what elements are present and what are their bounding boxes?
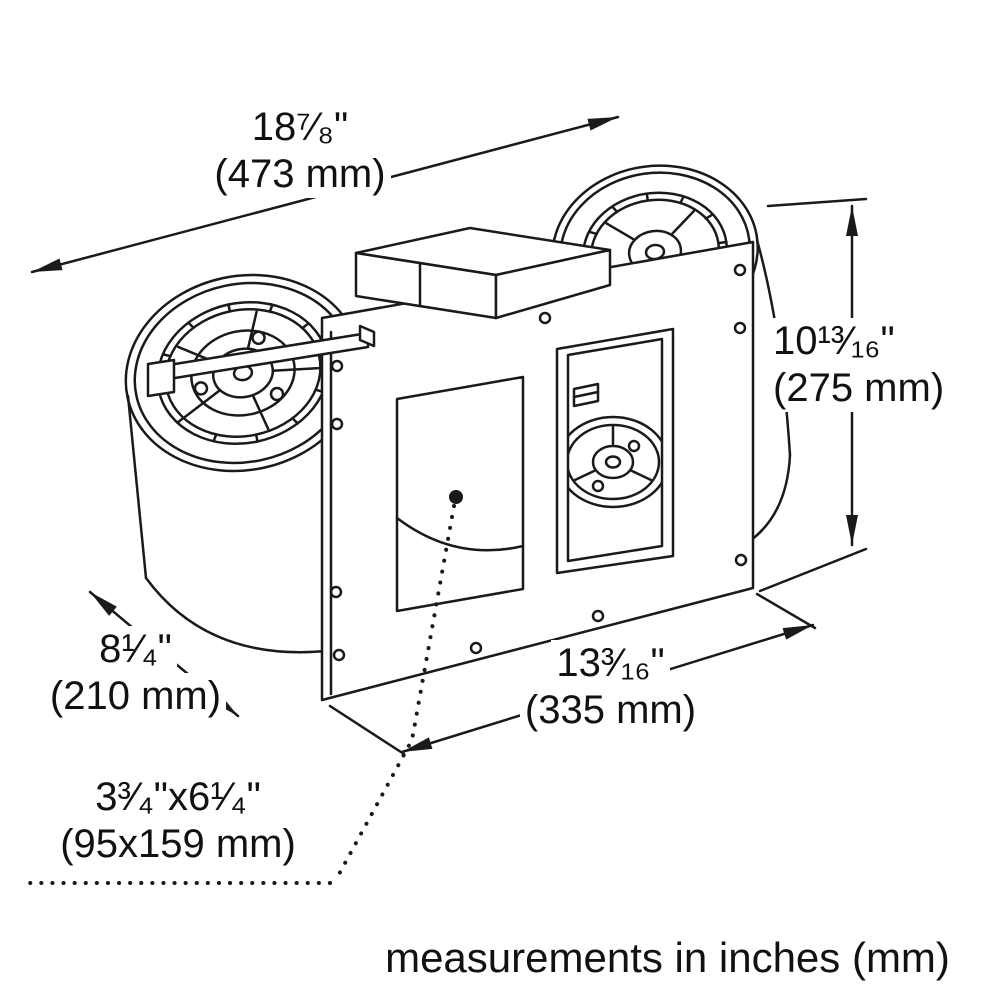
blower-access-cutout	[555, 327, 675, 575]
dim-top-width-inches: 18⁷⁄₈"	[246, 104, 354, 151]
dim-label-cutout-size: 3³⁄₄"x6¹⁄₄" (95x159 mm)	[18, 774, 338, 868]
dim-label-bottom-width: 13³⁄₁₆" (335 mm)	[448, 640, 773, 734]
dim-cutout-inches: 3³⁄₄"x6¹⁄₄"	[90, 774, 266, 821]
mounting-plate	[320, 240, 755, 702]
dim-left-depth-mm: (210 mm)	[44, 673, 227, 720]
inner-wheel-view	[568, 382, 662, 509]
dim-cutout-mm: (95x159 mm)	[55, 821, 301, 868]
ext-line-bottom-left	[328, 704, 406, 756]
dim-top-width-mm: (473 mm)	[209, 151, 391, 198]
dim-label-right-height: 10¹³⁄₁₆" (275 mm)	[768, 318, 998, 412]
mounting-rail	[146, 324, 376, 398]
ext-line-height-top	[766, 197, 868, 208]
ext-line-height-bottom	[758, 547, 868, 593]
cutout-center-dot	[449, 490, 463, 504]
left-wheel-spokes	[176, 310, 320, 431]
dim-label-top-width: 18⁷⁄₈" (473 mm)	[135, 104, 465, 198]
units-note: measurements in inches (mm)	[385, 934, 950, 981]
ext-line-bottom-right	[755, 592, 817, 630]
duct-cutout-opening	[395, 375, 525, 613]
dim-left-depth-inches: 8¹⁄₄"	[94, 626, 177, 673]
dim-right-height-inches: 10¹³⁄₁₆"	[768, 318, 900, 365]
dim-right-height-mm: (275 mm)	[768, 365, 950, 412]
dim-label-left-depth: 8¹⁄₄" (210 mm)	[18, 626, 253, 720]
cutout-leader-dotted	[24, 504, 456, 885]
dim-bottom-width-mm: (335 mm)	[519, 687, 702, 734]
dim-bottom-width-inches: 13³⁄₁₆"	[551, 640, 670, 687]
